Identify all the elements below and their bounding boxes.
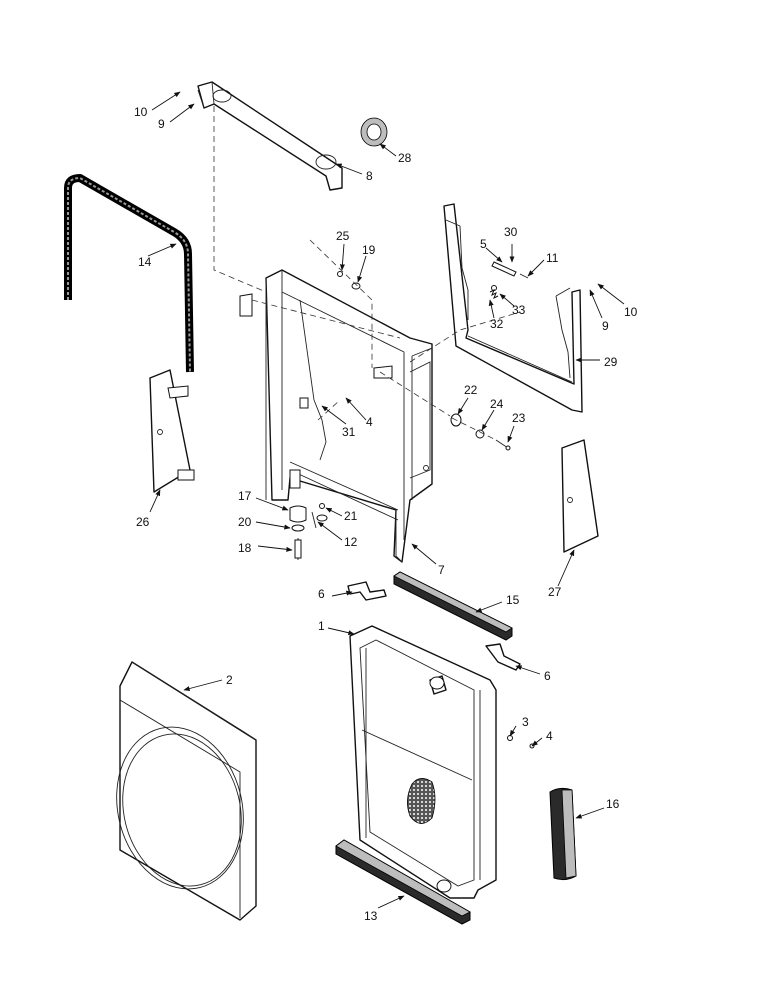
callout-19: 19	[362, 243, 376, 257]
bottom-foam-seal-part	[335, 839, 471, 925]
callout-17: 17	[238, 489, 252, 503]
radiator-core-part	[349, 625, 535, 899]
callout-25: 25	[336, 229, 350, 243]
callout-18: 18	[238, 541, 252, 555]
callout-24: 24	[490, 397, 504, 411]
callout-9-left: 9	[158, 117, 165, 131]
upper-crossbar-part	[197, 81, 343, 191]
callout-15: 15	[506, 593, 520, 607]
callout-21: 21	[344, 509, 358, 523]
callout-29: 29	[604, 355, 618, 369]
callout-32: 32	[490, 317, 504, 331]
callout-12: 12	[344, 535, 358, 549]
callout-1: 1	[318, 619, 325, 633]
callout-labels: 10 9 28 8 14 25 19 5 30 11 33 32 9 10 29…	[134, 105, 638, 923]
callout-27: 27	[548, 585, 562, 599]
callout-2: 2	[226, 673, 233, 687]
callout-10-left: 10	[134, 105, 148, 119]
fan-shroud-part	[116, 661, 257, 921]
callout-22: 22	[464, 383, 478, 397]
grommet-ring-part	[360, 117, 388, 147]
callout-20: 20	[238, 515, 252, 529]
top-foam-seal-part	[393, 571, 513, 641]
assembly-lines	[213, 106, 521, 441]
spring-hardware	[489, 288, 499, 300]
vertical-foam-seal-part	[549, 787, 577, 881]
callout-6-upper: 6	[318, 587, 325, 601]
callout-10-right: 10	[624, 305, 638, 319]
callout-13: 13	[364, 909, 378, 923]
clip-upper-part	[347, 581, 387, 601]
callout-5: 5	[480, 237, 487, 251]
callout-30: 30	[504, 225, 518, 239]
callout-33: 33	[512, 303, 526, 317]
callout-3: 3	[522, 715, 529, 729]
right-bracket-part	[443, 203, 583, 413]
radiator-frame-part	[239, 269, 433, 563]
top-bolt-hardware	[337, 271, 361, 290]
callout-11: 11	[546, 251, 559, 265]
callout-4-upper: 4	[366, 415, 373, 429]
u-seal-part	[64, 174, 194, 373]
left-baffle-plate-part	[149, 369, 195, 493]
callout-6-lower: 6	[544, 669, 551, 683]
callout-23: 23	[512, 411, 526, 425]
callout-26: 26	[136, 515, 150, 529]
right-baffle-plate-part	[561, 439, 599, 553]
callout-4-lower: 4	[546, 729, 553, 743]
leader-lines	[147, 91, 625, 909]
callout-9-right: 9	[602, 319, 609, 333]
callout-31: 31	[342, 425, 356, 439]
callout-7: 7	[438, 563, 445, 577]
callout-16: 16	[606, 797, 620, 811]
mount-hardware-left	[289, 503, 328, 560]
callout-14: 14	[138, 255, 152, 269]
callout-8: 8	[366, 169, 373, 183]
callout-28: 28	[398, 151, 412, 165]
bracket-hardware	[491, 261, 529, 291]
clip-lower-part	[485, 643, 521, 671]
